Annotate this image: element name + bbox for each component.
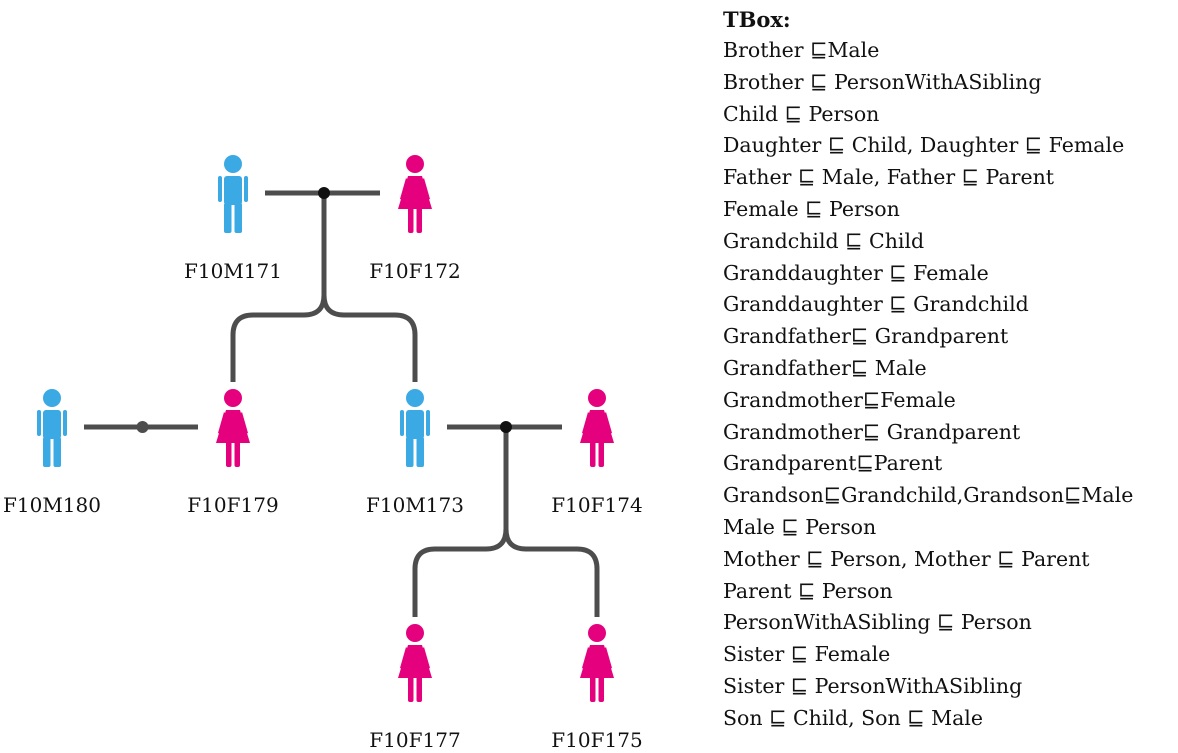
tbox-axiom: Male ⊑ Person <box>723 514 877 539</box>
person-label: F10F175 <box>551 728 642 752</box>
tbox-axiom: Grandfather⊑ Grandparent <box>723 324 1009 349</box>
female-person-icon <box>216 389 250 467</box>
tbox-axiom: Grandparent⊑Parent <box>723 451 943 476</box>
marriage-node <box>500 421 512 433</box>
tbox-axiom: Father ⊑ Male, Father ⊑ Parent <box>723 165 1055 190</box>
tbox-axiom: Granddaughter ⊑ Grandchild <box>723 292 1029 317</box>
female-person-icon <box>398 155 432 233</box>
descent-connector <box>412 427 600 617</box>
person-label: F10M171 <box>184 259 282 283</box>
tbox-axiom: Grandfather⊑ Male <box>723 355 927 380</box>
male-person-icon <box>400 389 430 467</box>
person-label: F10M173 <box>366 493 464 517</box>
tbox-axiom: Brother ⊑ PersonWithASibling <box>723 69 1042 94</box>
male-person-icon <box>37 389 67 467</box>
tbox-axiom: Son ⊑ Child, Son ⊑ Male <box>723 705 983 730</box>
descent-connector <box>230 193 418 382</box>
person-label: F10F179 <box>187 493 278 517</box>
tbox-axiom: Grandchild ⊑ Child <box>723 228 925 253</box>
person-label: F10F177 <box>369 728 460 752</box>
tbox-axiom: Child ⊑ Person <box>723 101 880 126</box>
tbox-axiom: PersonWithASibling ⊑ Person <box>723 610 1032 635</box>
tbox-axiom: Brother ⊑Male <box>723 38 880 62</box>
female-person-icon <box>580 389 614 467</box>
tbox-axiom: Parent ⊑ Person <box>723 578 893 603</box>
tbox-axiom: Sister ⊑ PersonWithASibling <box>723 673 1023 698</box>
person-label: F10M180 <box>3 493 101 517</box>
tbox-axiom: Granddaughter ⊑ Female <box>723 260 989 285</box>
female-person-icon <box>580 624 614 702</box>
tbox-axiom: Female ⊑ Person <box>723 196 900 221</box>
tbox-axiom: Daughter ⊑ Child, Daughter ⊑ Female <box>723 133 1125 158</box>
tbox-axiom: Grandson⊑Grandchild,Grandson⊑Male <box>723 483 1134 508</box>
marriage-node <box>136 421 149 433</box>
tbox-axiom: Grandmother⊑ Grandparent <box>723 419 1021 444</box>
tbox-axiom: Grandmother⊑Female <box>723 387 956 412</box>
tbox-axiom: Sister ⊑ Female <box>723 642 891 667</box>
person-label: F10F174 <box>551 493 642 517</box>
female-person-icon <box>398 624 432 702</box>
tbox-axiom: Mother ⊑ Person, Mother ⊑ Parent <box>723 546 1090 571</box>
male-person-icon <box>218 155 248 233</box>
marriage-node <box>318 187 330 199</box>
tbox-title: TBox: <box>723 7 791 32</box>
person-label: F10F172 <box>369 259 460 283</box>
